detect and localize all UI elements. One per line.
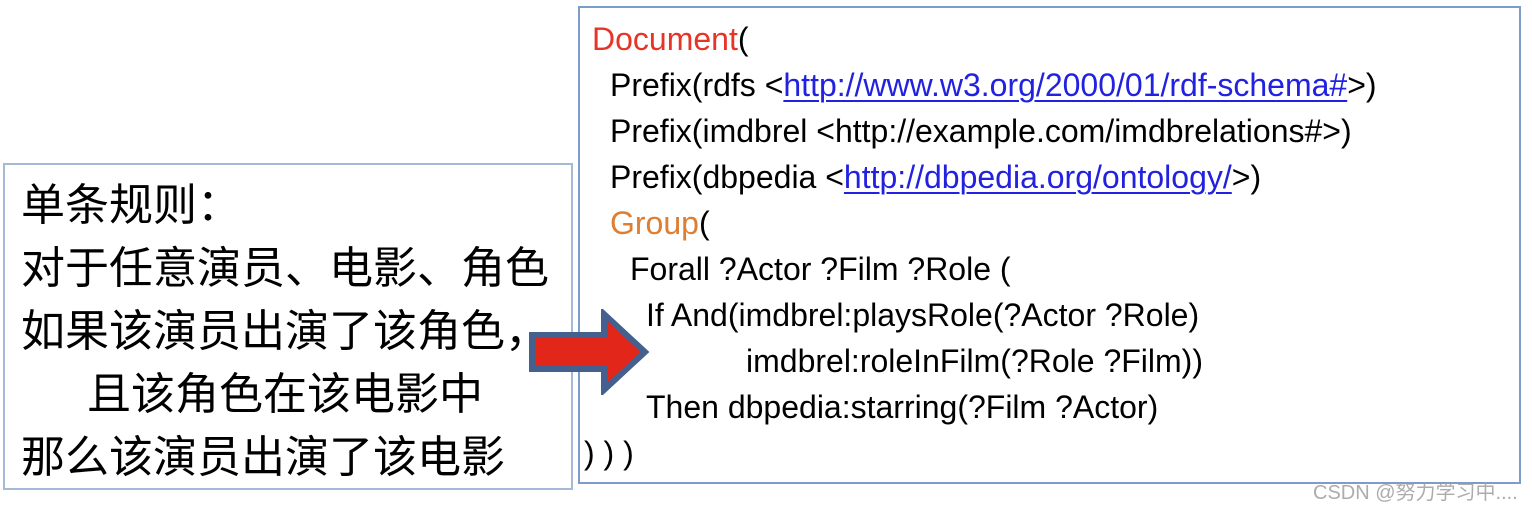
code-line: Prefix(imdbrel <http://example.com/imdbr… [584, 108, 1519, 154]
hyperlink[interactable]: http://dbpedia.org/ontology/ [843, 159, 1232, 195]
code-line: If And(imdbrel:playsRole(?Actor ?Role) [584, 292, 1519, 338]
code-line: Group( [584, 200, 1519, 246]
code-text: Prefix(rdfs < [610, 67, 784, 103]
rule-text-line: 那么该演员出演了该电影 [21, 433, 505, 482]
code-text: ( [698, 205, 710, 241]
rule-text-line: 对于任意演员、电影、角色 [21, 244, 549, 293]
code-line: Then dbpedia:starring(?Film ?Actor) [584, 384, 1519, 430]
code-text: imdbrel:roleInFilm(?Role ?Film)) [746, 343, 1203, 379]
code-line: imdbrel:roleInFilm(?Role ?Film)) [584, 338, 1519, 384]
code-keyword: Document [592, 21, 738, 57]
code-line: ) ) ) [584, 430, 1519, 476]
hyperlink[interactable]: http://www.w3.org/2000/01/rdf-schema# [783, 67, 1348, 103]
code-text: If And(imdbrel:playsRole(?Actor ?Role) [646, 297, 1200, 333]
code-text: Then dbpedia:starring(?Film ?Actor) [646, 389, 1159, 425]
code-line: Forall ?Actor ?Film ?Role ( [584, 246, 1519, 292]
code-text: Prefix(imdbrel <http://example.com/imdbr… [610, 113, 1352, 149]
code-text: ) ) ) [584, 435, 634, 471]
rule-text-line: 如果该演员出演了该角色， [21, 307, 549, 356]
code-text: Prefix(dbpedia < [610, 159, 844, 195]
code-line: Prefix(rdfs <http://www.w3.org/2000/01/r… [584, 62, 1519, 108]
code-line: Prefix(dbpedia <http://dbpedia.org/ontol… [584, 154, 1519, 200]
code-text: Forall ?Actor ?Film ?Role ( [630, 251, 1011, 287]
code-line: Document( [584, 16, 1519, 62]
rif-code-box: Document(Prefix(rdfs <http://www.w3.org/… [578, 6, 1521, 484]
right-arrow-icon [529, 309, 650, 395]
rule-text-line: 且该角色在该电影中 [87, 370, 483, 419]
code-text: >) [1347, 67, 1377, 103]
code-text: >) [1231, 159, 1262, 195]
rule-description-box: 单条规则： 对于任意演员、电影、角色如果该演员出演了该角色， 且该角色在该电影中那么… [3, 163, 573, 490]
code-text: ( [737, 21, 749, 57]
right-arrow-shape [529, 309, 650, 395]
code-keyword: Group [610, 205, 699, 241]
watermark-text: CSDN @努力学习中.... [1313, 482, 1518, 504]
rule-text-line: 单条规则： [21, 181, 241, 230]
